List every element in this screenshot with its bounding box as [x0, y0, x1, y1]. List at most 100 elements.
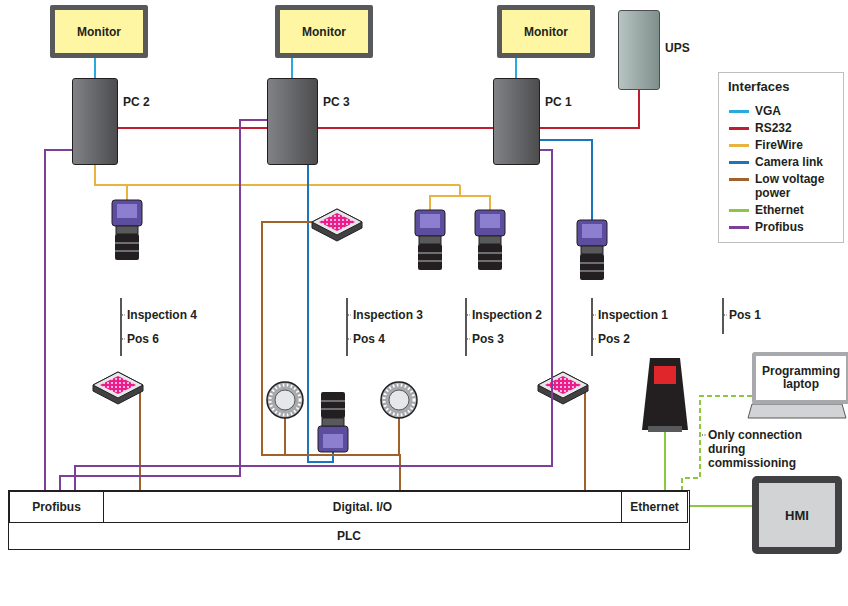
- legend-swatch: [729, 144, 749, 147]
- ring-light: [381, 382, 417, 418]
- position-label: Pos 4: [353, 332, 385, 346]
- inspection-label: Inspection 4: [127, 308, 197, 322]
- text-block: PC 1: [545, 95, 572, 109]
- cable-connector: [60, 120, 267, 491]
- position-label: Pos 1: [729, 308, 761, 322]
- scanner-device: [642, 358, 688, 430]
- inspection-label: Inspection 3: [353, 308, 423, 322]
- ups-unit: UPS: [618, 10, 660, 90]
- text-block: UPS: [665, 41, 690, 55]
- node-label: PC 2: [123, 95, 150, 109]
- node-label: Monitor: [77, 25, 121, 39]
- camera: [475, 210, 505, 270]
- cable-connector: [118, 127, 267, 129]
- legend-box: VGA RS232FireWireCamera linkLow voltage p…: [718, 72, 844, 243]
- cable-connector: [540, 90, 639, 128]
- plc-module: Profibus: [9, 491, 104, 523]
- camera-link-cable: [308, 140, 592, 462]
- node-label: Ethernet: [630, 500, 679, 514]
- legend-row: RS232: [729, 121, 837, 135]
- light-panel: [312, 209, 362, 241]
- text-block: Profibus: [32, 500, 81, 514]
- legend-text: FireWire: [755, 138, 837, 152]
- cable-connector: [318, 127, 493, 129]
- text-block: HMI: [785, 508, 809, 523]
- station-marker: [121, 298, 723, 356]
- legend-text: Profibus: [755, 220, 837, 234]
- legend-swatch: [729, 209, 749, 212]
- legend-row: Ethernet: [729, 203, 837, 217]
- inspection-label: Inspection 1: [598, 308, 668, 322]
- plc-unit: PLC Profibus Digital. I/O Ethernet: [8, 490, 690, 550]
- power-cable: [140, 222, 585, 490]
- hmi-panel: HMI: [752, 476, 842, 554]
- node-label: Programming laptop: [756, 365, 846, 391]
- legend-text: Camera link: [755, 155, 837, 169]
- legend-swatch: [729, 226, 749, 229]
- pc-tower: PC 2: [72, 78, 118, 165]
- plc-module: Ethernet: [621, 491, 688, 523]
- legend-row: Profibus: [729, 220, 837, 234]
- camera: [318, 392, 348, 452]
- camera: [577, 220, 607, 280]
- node-label: UPS: [665, 41, 690, 55]
- ring-light: [267, 382, 303, 418]
- cable-connector: [515, 58, 517, 78]
- ethernet-cable: [664, 432, 666, 490]
- legend-row: VGA: [729, 104, 837, 118]
- legend-row: Low voltage power: [729, 172, 837, 200]
- legend-swatch: [729, 161, 749, 164]
- camera: [112, 200, 142, 260]
- camera-link-cable: [308, 140, 592, 462]
- cable-connector: [45, 150, 72, 491]
- cable-connector: [75, 150, 552, 491]
- pc-tower: PC 3: [267, 78, 318, 165]
- text-block: Monitor: [302, 25, 346, 39]
- cable-connector: [94, 58, 96, 78]
- light-panel: [538, 372, 588, 404]
- node-label: Profibus: [32, 500, 81, 514]
- legend-swatch: [729, 127, 749, 130]
- note: Only connection during commissioning: [708, 428, 808, 470]
- legend-text: VGA: [755, 104, 837, 118]
- position-label: Pos 2: [598, 332, 630, 346]
- monitor: Monitor: [50, 5, 148, 58]
- node-label: Monitor: [524, 25, 568, 39]
- node-label: PLC: [337, 529, 361, 543]
- text-block: Digital. I/O: [333, 500, 392, 514]
- light-panel: [93, 372, 143, 404]
- firewire-cable: [95, 165, 490, 210]
- text-block: PLC: [9, 523, 689, 549]
- text-block: Ethernet: [630, 500, 679, 514]
- cable-connector: [291, 58, 293, 78]
- laptop: Programming laptop: [752, 352, 848, 404]
- pc-tower: PC 1: [493, 78, 540, 165]
- position-label: Pos 6: [127, 332, 159, 346]
- power-cable: [140, 222, 585, 490]
- node-label: Digital. I/O: [333, 500, 392, 514]
- monitor: Monitor: [275, 5, 373, 58]
- position-label: Pos 3: [472, 332, 504, 346]
- legend-text: RS232: [755, 121, 837, 135]
- node-label: Monitor: [302, 25, 346, 39]
- leader-line: [122, 315, 727, 435]
- station-marker: [121, 298, 723, 356]
- node-label: PC 1: [545, 95, 572, 109]
- text-block: PC 2: [123, 95, 150, 109]
- legend-row: Camera link: [729, 155, 837, 169]
- plc-module: Digital. I/O: [103, 491, 622, 523]
- legend-swatch: [729, 110, 749, 113]
- firewire-cable: [95, 165, 490, 210]
- legend-swatch: [729, 178, 749, 181]
- monitor: Monitor: [497, 5, 595, 58]
- scanner-device: [654, 366, 676, 384]
- text-block: Monitor: [524, 25, 568, 39]
- text-block: Monitor: [77, 25, 121, 39]
- legend-text: Ethernet: [755, 203, 837, 217]
- laptop-base: [748, 404, 846, 418]
- camera: [415, 210, 445, 270]
- scanner-device: [642, 358, 688, 432]
- ethernet-cable: [664, 432, 666, 490]
- legend-title: Interfaces: [728, 80, 789, 94]
- laptop-base: [748, 404, 846, 418]
